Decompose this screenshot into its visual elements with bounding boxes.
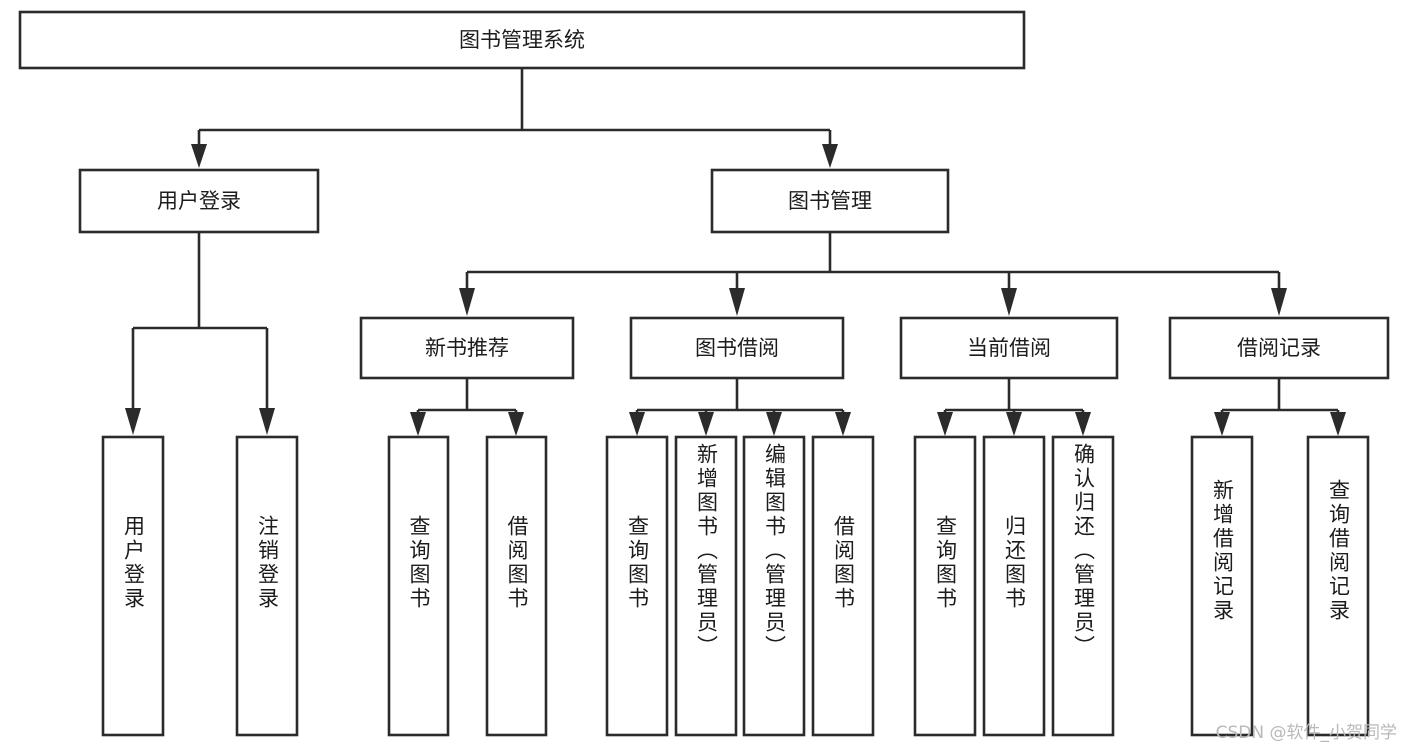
node-current-borrow-box[interactable] [899, 316, 1119, 380]
node-book-borrow-box[interactable] [629, 316, 845, 380]
arrow-head-leaf-query-record [1330, 412, 1346, 436]
arrow-head-leaf-return-book [1006, 412, 1022, 436]
node-borrow-record[interactable]: 借阅记录 [1168, 316, 1390, 380]
leaf-box-query-book-2[interactable] [605, 435, 669, 737]
node-new-book-recommend-label: 新书推荐 [425, 336, 509, 360]
connector-group-current-borrow [937, 378, 1091, 436]
connector-group-new-book-recommend [410, 378, 524, 436]
node-book-borrow-label: 图书借阅 [695, 336, 779, 360]
node-book-management-box[interactable] [710, 168, 950, 234]
leaf-box-query-record[interactable] [1306, 435, 1370, 737]
arrow-head-leaf-edit-book [766, 412, 782, 436]
connector-group-user-login [125, 232, 275, 435]
connector-group-book-borrow [629, 378, 851, 436]
leaf-box-borrow-book-1[interactable] [485, 435, 548, 737]
arrow-head-leaf-user-login [125, 408, 141, 435]
connector-group-borrow-record [1214, 378, 1346, 436]
node-book-management-label: 图书管理 [788, 189, 872, 213]
arrow-head-book-borrow [729, 288, 745, 316]
arrow-head-new-book-recommend [459, 288, 475, 316]
arrow-head-leaf-query-book-1 [410, 412, 426, 436]
node-root-label: 图书管理系统 [459, 28, 585, 52]
arrow-head-current-borrow [1001, 288, 1017, 316]
arrow-head-leaf-logout [259, 408, 275, 435]
node-current-borrow-label: 当前借阅 [967, 336, 1051, 360]
arrow-head-leaf-query-book-2 [629, 412, 645, 436]
node-user-login-label: 用户登录 [157, 189, 241, 213]
node-user-login[interactable]: 用户登录 [78, 168, 320, 234]
leaf-box-add-record[interactable] [1190, 435, 1254, 737]
node-root[interactable]: 图书管理系统 [18, 10, 1026, 70]
node-user-login-box[interactable] [78, 168, 320, 234]
leaf-box-logout[interactable] [235, 435, 299, 737]
connector-group-root [191, 68, 838, 168]
leaf-box-confirm-return[interactable] [1051, 435, 1115, 737]
leaf-box-query-book-3[interactable] [913, 435, 977, 737]
arrow-head-borrow-record [1271, 288, 1287, 316]
connector-group-book-management [459, 232, 1287, 316]
leaf-boxes [101, 435, 1370, 737]
node-new-book-recommend-box[interactable] [359, 316, 575, 380]
node-borrow-record-box[interactable] [1168, 316, 1390, 380]
arrow-head-leaf-confirm-return [1075, 412, 1091, 436]
arrow-head-user-login [191, 144, 207, 168]
arrow-head-book-management [822, 144, 838, 168]
node-root-box[interactable] [18, 10, 1026, 70]
node-current-borrow[interactable]: 当前借阅 [899, 316, 1119, 380]
leaf-box-borrow-book-2[interactable] [811, 435, 875, 737]
arrow-head-leaf-add-book [698, 412, 714, 436]
leaf-box-user-login[interactable] [101, 435, 165, 737]
arrow-head-leaf-borrow-book-1 [508, 412, 524, 436]
node-book-borrow[interactable]: 图书借阅 [629, 316, 845, 380]
leaf-box-edit-book[interactable] [742, 435, 806, 737]
node-borrow-record-label: 借阅记录 [1237, 336, 1321, 360]
leaf-box-add-book[interactable] [674, 435, 738, 737]
arrow-head-leaf-query-book-3 [937, 412, 953, 436]
arrow-head-leaf-add-record [1214, 412, 1230, 436]
node-book-management[interactable]: 图书管理 [710, 168, 950, 234]
leaf-box-return-book[interactable] [982, 435, 1046, 737]
arrow-head-leaf-borrow-book-2 [835, 412, 851, 436]
node-new-book-recommend[interactable]: 新书推荐 [359, 316, 575, 380]
leaf-box-query-book-1[interactable] [387, 435, 450, 737]
